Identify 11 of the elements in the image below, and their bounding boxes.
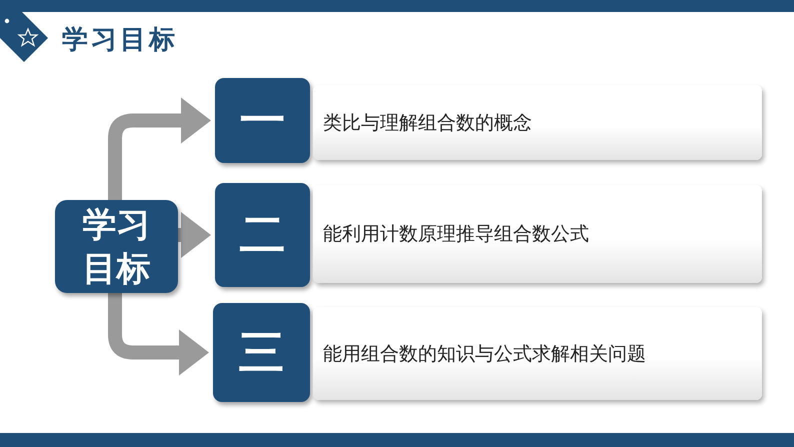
goal-box: 学习目标	[55, 200, 178, 293]
arrow	[178, 212, 211, 258]
title: 学习目标	[62, 24, 178, 57]
number-box: 一	[215, 78, 310, 163]
number-box: 二	[215, 183, 310, 287]
arrow	[108, 293, 209, 376]
number-box: 三	[213, 303, 310, 402]
arrow	[108, 98, 211, 200]
objective-bar: 能用组合数的知识与公式求解相关问题	[313, 307, 762, 400]
objective-bar: 能利用计数原理推导组合数公式	[313, 185, 762, 283]
objective-bar: 类比与理解组合数的概念	[313, 85, 762, 160]
